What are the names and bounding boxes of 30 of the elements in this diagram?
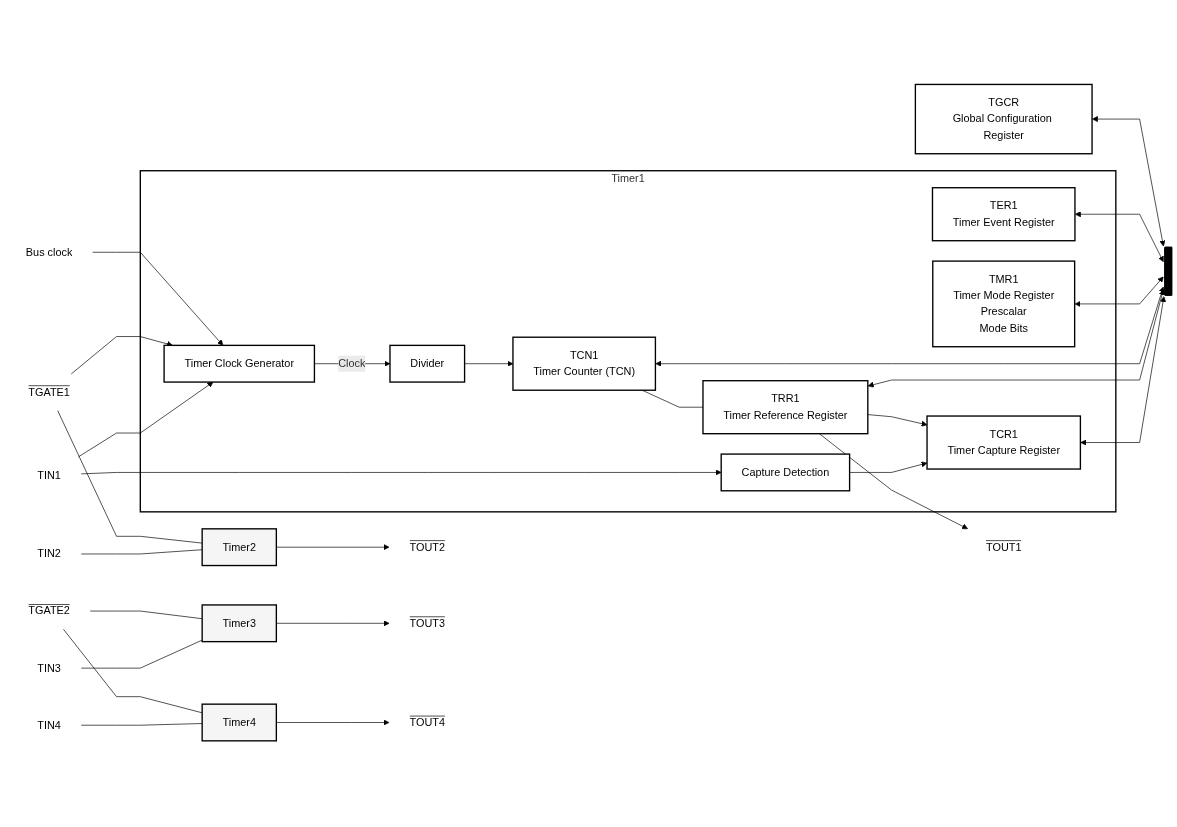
- node-box: TGCR Global Configuration Register: [914, 83, 1093, 154]
- connector: [80, 548, 203, 554]
- node-text: TOUT1: [985, 540, 1022, 553]
- node-text: TIN4: [37, 718, 61, 731]
- node-box: TER1 Timer Event Register: [931, 186, 1076, 241]
- node-text: TIN1: [37, 468, 61, 481]
- node-box: Capture Detection: [720, 452, 851, 491]
- node-box: Timer4: [201, 702, 278, 742]
- node-box: TMR1 Timer Mode Register Prescalar Mode Bits: [932, 259, 1076, 347]
- node-text: TOUT2: [409, 540, 446, 553]
- connector: [80, 639, 203, 668]
- connector: [57, 409, 203, 543]
- node-box: TCN1 Timer Counter (TCN): [512, 336, 657, 391]
- connector: [89, 610, 203, 619]
- node-box: TRR1 Timer Reference Register: [702, 379, 869, 434]
- node-text: TIN3: [37, 661, 61, 674]
- node-text: Bus clock: [25, 245, 73, 258]
- connector: [80, 722, 203, 726]
- node-text: TIN2: [37, 547, 61, 559]
- node-box: Timer Clock Generator: [163, 344, 316, 383]
- node-text: TGATE2: [28, 604, 70, 616]
- edge-label: Clock: [338, 357, 366, 369]
- node-box: Divider: [389, 344, 466, 383]
- node-text: TGATE1: [28, 385, 70, 398]
- node-text: TOUT4: [409, 715, 446, 728]
- connector: [63, 628, 203, 713]
- node-text: TOUT3: [409, 616, 446, 629]
- node-box: Timer3: [201, 603, 278, 642]
- node-box: Timer2: [201, 527, 278, 566]
- node-box: TCR1 Timer Capture Register: [926, 414, 1082, 470]
